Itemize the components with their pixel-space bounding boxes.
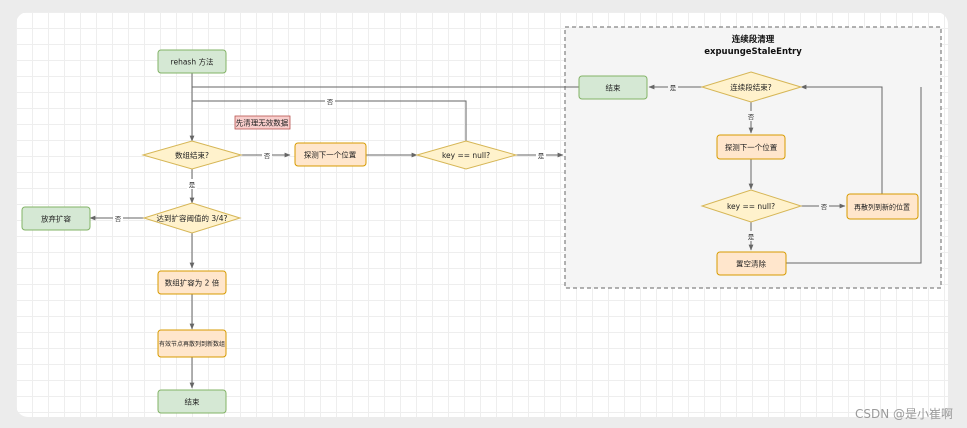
group-title-cn: 连续段清理 (732, 34, 775, 45)
group-key-null-label: key == null? (727, 202, 775, 211)
key-null-decision (415, 140, 518, 170)
label-segment-end-no: 否 (748, 113, 755, 121)
group-end-label: 结束 (606, 83, 621, 93)
segment-end-label: 连续段结束? (730, 82, 771, 92)
edge-set-empty-loop (786, 87, 922, 264)
group-key-null-decision (700, 189, 803, 223)
group-title-en: expuungeStaleEntry (704, 47, 802, 57)
array-end-label: 数组结束? (175, 150, 209, 160)
probe-next-node (294, 142, 367, 167)
annotation-box (234, 115, 291, 130)
end-label: 结束 (185, 397, 200, 407)
double-array-node (157, 270, 227, 295)
give-up-label: 放弃扩容 (41, 214, 71, 224)
key-null-label: key == null? (442, 151, 490, 160)
group-probe-label: 探测下一个位置 (725, 142, 778, 152)
set-empty-label: 置空清除 (736, 259, 766, 269)
give-up-node (21, 206, 91, 231)
edge-key-null-back (192, 100, 467, 141)
rehash-nodes-node (157, 329, 227, 358)
label-key-null-no: 否 (327, 98, 334, 106)
label-key-null-group-yes: 是 (748, 233, 755, 241)
rehash-label: rehash 方法 (171, 57, 214, 67)
label-key-null-yes: 是 (538, 152, 545, 160)
label-key-null-group-no: 否 (821, 203, 828, 211)
label-threshold-no: 否 (115, 215, 122, 223)
label-segment-end-yes: 是 (670, 84, 677, 92)
probe-next-label: 探测下一个位置 (304, 150, 357, 160)
rehash-new-node (846, 193, 919, 220)
watermark: CSDN @是小崔啊 (854, 407, 953, 421)
label-array-end-yes: 是 (189, 181, 196, 189)
group-end-node (578, 75, 648, 100)
threshold-label: 达到扩容阈值的 3/4? (157, 213, 228, 223)
segment-end-decision (700, 71, 803, 103)
rehash-nodes-label: 有效节点再散列到新数组 (159, 340, 225, 348)
label-array-end-no: 否 (264, 152, 271, 160)
threshold-decision (142, 202, 242, 234)
double-array-label: 数组扩容为 2 倍 (165, 278, 220, 288)
rehash-node (157, 49, 227, 74)
rehash-new-label: 再散列到新的位置 (854, 203, 910, 212)
end-node (157, 389, 227, 414)
edge-rehash-new-loop (800, 84, 883, 194)
annotation-text: 先清理无效数据 (236, 118, 289, 128)
array-end-decision (141, 140, 243, 170)
group-probe-node (716, 134, 786, 160)
set-empty-node (716, 251, 787, 276)
